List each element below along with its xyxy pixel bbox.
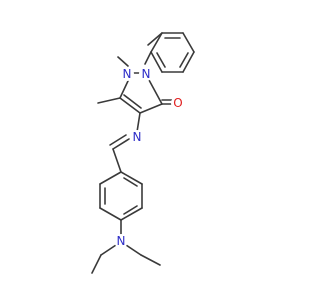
atom-n2-label: N: [142, 67, 151, 81]
atom-amine-n-label: N: [117, 234, 126, 248]
phenyl-ring: [147, 32, 195, 73]
benzene-ring: [99, 171, 143, 221]
imine-linkage: [109, 112, 141, 173]
pyrazolone-ring: [119, 51, 173, 114]
atom-amine-n: N: [114, 234, 128, 248]
atom-imine-n: N: [130, 130, 144, 144]
methyl-bond-c5: [97, 97, 121, 104]
atom-oxygen-label: O: [173, 96, 182, 110]
atom-n1: N: [120, 67, 134, 81]
atom-oxygen: O: [171, 96, 185, 110]
molecule-structure: N N O N N: [91, 32, 195, 274]
atom-imine-n-label: N: [133, 130, 142, 144]
diethylamino-group: [91, 219, 161, 274]
atom-n2: N: [139, 67, 153, 81]
methyl-bond-n1: [117, 56, 129, 67]
atom-n1-label: N: [123, 67, 132, 81]
